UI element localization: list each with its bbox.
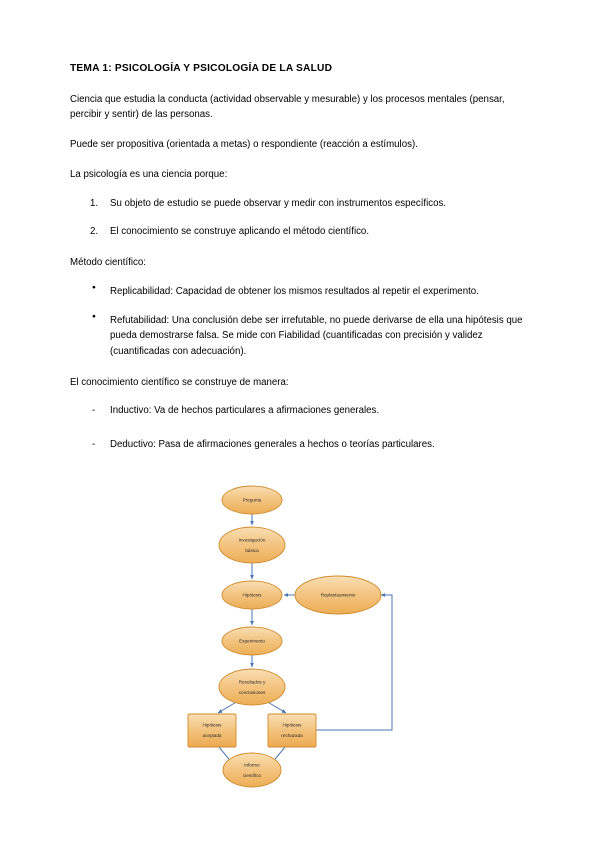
node-shape-ellipse [221, 485, 283, 515]
flow-node-label: Resultados y [239, 680, 266, 685]
paragraph-science-intro: La psicología es una ciencia porque: [70, 168, 228, 180]
node-shape-ellipse [218, 668, 286, 706]
list-item: Replicabilidad: Capacidad de obtener los… [70, 283, 530, 300]
flow-node-hipotesis-aceptada[interactable]: Hipótesis aceptada [187, 713, 237, 748]
dash-list: Inductivo: Va de hechos particulares a a… [70, 403, 530, 452]
node-shape-rectangle [187, 713, 237, 748]
scientific-method-flowchart: Pregunta Investigación básica Hipótesis … [186, 482, 426, 794]
flow-node-hipotesis[interactable]: Hipótesis [221, 580, 283, 610]
node-shape-rectangle [267, 713, 317, 748]
flow-node-label-line2: básica [245, 548, 259, 553]
flow-node-resultados-conclusiones[interactable]: Resultados y conclusiones [218, 668, 286, 706]
flow-node-informe-cientifico[interactable]: Informe científico [222, 752, 282, 788]
paragraph-definition: Ciencia que estudia la conducta (activid… [70, 93, 505, 121]
list-item: Su objeto de estudio se puede observar y… [90, 196, 447, 211]
numbered-list: Su objeto de estudio se puede observar y… [70, 196, 530, 240]
list-item: Refutabilidad: Una conclusión debe ser i… [70, 312, 530, 360]
flow-node-replanteamiento[interactable]: Replanteamiento [294, 575, 382, 615]
list-item: Deductivo: Pasa de afirmaciones generale… [70, 437, 530, 453]
flowchart-edges [217, 514, 393, 764]
flow-node-label: Pregunta [243, 498, 262, 503]
node-shape-ellipse [221, 626, 283, 656]
flow-node-hipotesis-rechazada[interactable]: Hipótesis rechazada [267, 713, 317, 748]
flow-node-label-line2: aceptada [203, 733, 222, 738]
flow-node-label: Hipótesis [203, 723, 223, 728]
node-shape-ellipse [218, 526, 286, 564]
edge-resultados-rechazada [265, 700, 287, 714]
paragraph-method-intro: Método científico: [70, 257, 146, 269]
flow-node-label: Informe [244, 763, 260, 768]
list-item: Inductivo: Va de hechos particulares a a… [70, 403, 530, 419]
node-shape-ellipse [294, 575, 382, 615]
node-shape-ellipse [221, 580, 283, 610]
paragraph-knowledge-intro: El conocimiento científico se construye … [70, 376, 289, 388]
flow-node-label-line2: rechazada [281, 733, 303, 738]
edge-resultados-aceptada [217, 700, 239, 714]
flow-node-label: Hipótesis [283, 723, 303, 728]
edge-rechazada-replanteamiento-loop [316, 593, 393, 731]
node-shape-ellipse [222, 752, 282, 788]
flow-node-label: Investigación [239, 538, 266, 543]
page-title: TEMA 1: PSICOLOGÍA Y PSICOLOGÍA DE LA SA… [70, 63, 333, 74]
document-content: TEMA 1: PSICOLOGÍA Y PSICOLOGÍA DE LA SA… [70, 62, 530, 453]
bullet-list: Replicabilidad: Capacidad de obtener los… [70, 283, 530, 360]
flow-node-experimento[interactable]: Experimento [221, 626, 283, 656]
flow-node-label: Replanteamiento [321, 593, 356, 598]
list-item: El conocimiento se construye aplicando e… [90, 224, 370, 239]
flow-node-label: Experimento [239, 639, 265, 644]
paragraph-types: Puede ser propositiva (orientada a metas… [70, 139, 418, 151]
flow-node-pregunta[interactable]: Pregunta [221, 485, 283, 515]
flow-node-label: Hipótesis [243, 593, 263, 598]
flow-node-label-line2: científico [243, 773, 262, 778]
flow-node-label-line2: conclusiones [239, 690, 266, 695]
flow-node-investigacion-basica[interactable]: Investigación básica [218, 526, 286, 564]
flowchart-svg: Pregunta Investigación básica Hipótesis … [187, 485, 393, 788]
